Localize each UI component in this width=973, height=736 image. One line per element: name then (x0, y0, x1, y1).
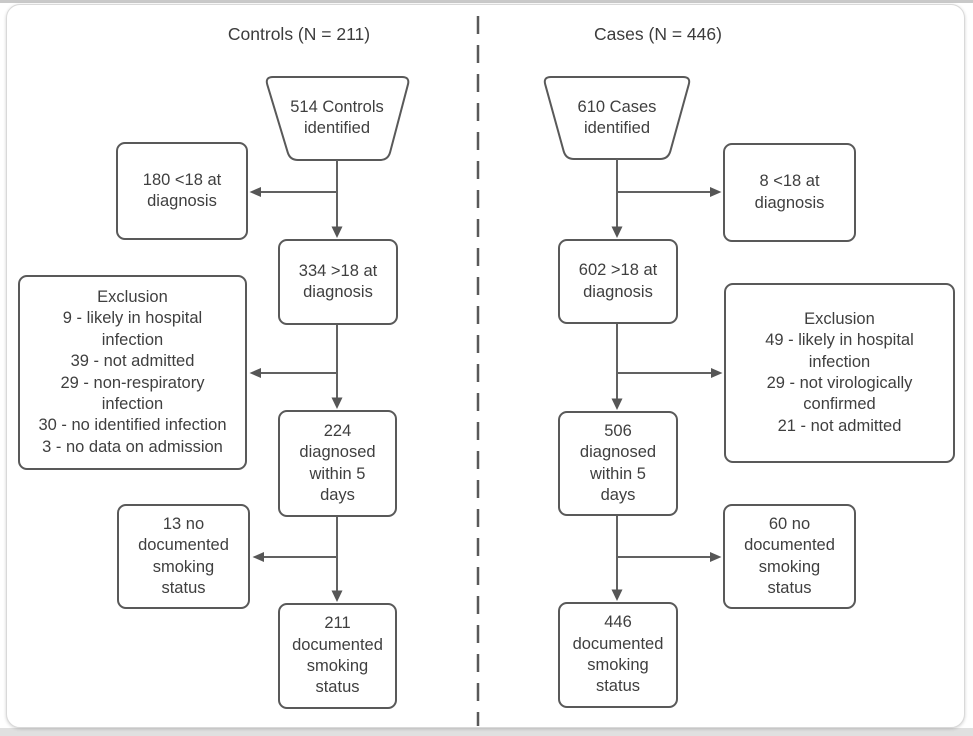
cases-diagnosed-within-5-days-node: 506 diagnosed within 5 days (558, 411, 678, 516)
arrow-head-left-icon (249, 368, 261, 378)
controls-over-18-node: 334 >18 at diagnosis (278, 239, 398, 325)
cases-over-18-node: 602 >18 at diagnosis (558, 239, 678, 324)
arrow-head-left-icon (249, 187, 261, 197)
cases-under-18-node: 8 <18 at diagnosis (723, 143, 856, 242)
cases-identified-node: 610 Cases identified (577, 97, 657, 137)
arrow-head-down-icon (331, 397, 343, 409)
controls-documented-smoking-node: 211 documented smoking status (278, 603, 397, 709)
arrow-head-down-icon (331, 226, 343, 238)
arrow-head-left-icon (252, 552, 264, 562)
cases-no-documented-smoking-node: 60 no documented smoking status (723, 504, 856, 609)
arrow-head-right-icon (710, 552, 722, 562)
arrow-head-down-icon (611, 398, 623, 410)
arrow-head-down-icon (331, 590, 343, 602)
controls-under-18-node: 180 <18 at diagnosis (116, 142, 248, 240)
arrow-head-down-icon (611, 589, 623, 601)
cases-identified-trapezoid-outline (543, 76, 691, 160)
controls-identified-trapezoid-outline (265, 76, 410, 161)
arrow-head-right-icon (710, 187, 722, 197)
cases-exclusion-node: Exclusion 49 - likely in hospital infect… (724, 283, 955, 463)
arrow-head-down-icon (611, 226, 623, 238)
controls-identified-node: 514 Controls identified (290, 97, 384, 137)
cases-documented-smoking-node: 446 documented smoking status (558, 602, 678, 708)
column-title-controls: Controls (N = 211) (227, 23, 371, 44)
controls-no-documented-smoking-node: 13 no documented smoking status (117, 504, 250, 609)
controls-diagnosed-within-5-days-node: 224 diagnosed within 5 days (278, 410, 397, 517)
arrow-head-right-icon (711, 368, 723, 378)
page-bottom-edge (0, 728, 973, 736)
page-top-edge (0, 0, 973, 3)
controls-exclusion-node: Exclusion 9 - likely in hospital infecti… (18, 275, 247, 470)
column-title-cases: Cases (N = 446) (594, 23, 722, 44)
